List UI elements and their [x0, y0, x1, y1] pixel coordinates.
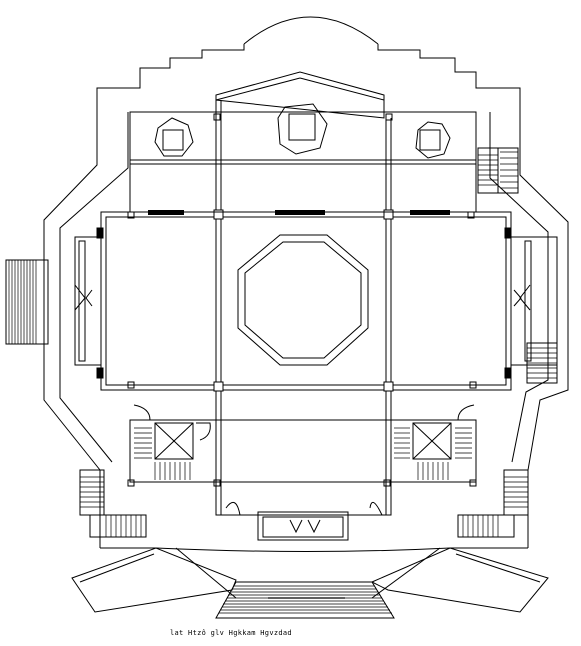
upper-bays [129, 71, 477, 215]
central-octagon-dome [237, 234, 369, 366]
right-side-stair [526, 342, 558, 384]
lower-left-side-stair [79, 469, 147, 538]
lower-left-stair-tower [129, 404, 217, 483]
lower-right-stair-tower [390, 404, 477, 483]
right-upper-stair [477, 147, 519, 194]
lower-right-side-stair [457, 469, 529, 538]
front-entrance [215, 481, 392, 541]
left-exterior-stair [5, 259, 49, 345]
main-front-stair [215, 581, 395, 619]
side-porches [74, 227, 558, 379]
drawing-caption: lat Htzô glv Hgkkam Hgvzdad [170, 629, 292, 637]
main-hall [100, 100, 512, 515]
outer-boundary [43, 16, 569, 552]
front-ramps [71, 547, 549, 613]
